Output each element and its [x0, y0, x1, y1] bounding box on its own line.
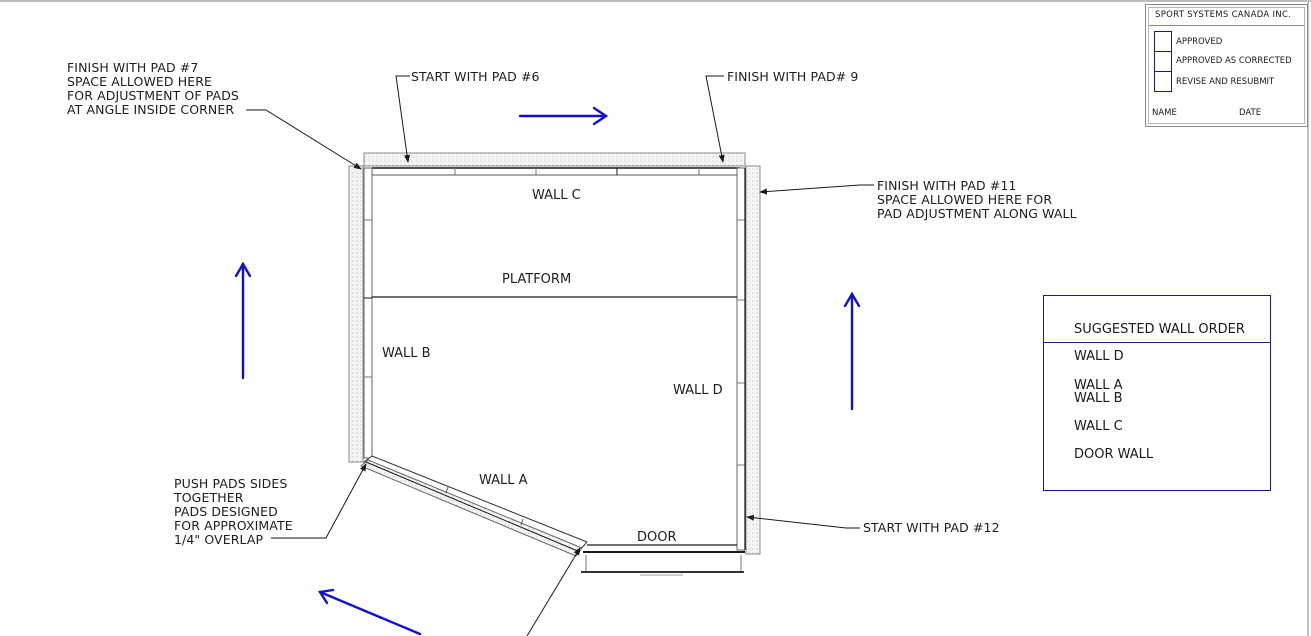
note-finish-pad-11: FINISH WITH PAD #11 SPACE ALLOWED HERE F… [877, 178, 1077, 221]
stamp-option-revise-and-resubmit: REVISE AND RESUBMIT [1176, 77, 1275, 87]
stamp-divider [1149, 25, 1304, 26]
sheet-border-right [1307, 0, 1309, 636]
pad-strip-wall-c [363, 152, 746, 176]
label-platform: PLATFORM [502, 272, 572, 287]
legend-item: WALL C [1074, 419, 1123, 434]
label-door: DOOR [637, 530, 677, 545]
pad-strip-wall-b [348, 165, 373, 463]
door-wall [581, 544, 745, 576]
legend-divider [1044, 342, 1270, 343]
wall-order-legend: SUGGESTED WALL ORDER WALL D WALL A WALL … [1043, 295, 1271, 491]
pad-strip-wall-d [736, 165, 761, 555]
sheet-border-top [0, 0, 1311, 2]
arrow-up-icon [234, 261, 252, 380]
note-push-pads: PUSH PADS SIDES TOGETHER PADS DESIGNED F… [174, 476, 293, 547]
label-wall-a: WALL A [479, 473, 528, 488]
stamp-option-approved: APPROVED [1176, 37, 1223, 47]
label-wall-c: WALL C [532, 188, 581, 203]
stamp-option-approved-as-corrected: APPROVED AS CORRECTED [1176, 56, 1292, 66]
label-wall-b: WALL B [382, 346, 431, 361]
legend-item: WALL A [1074, 378, 1123, 393]
legend-item: WALL D [1074, 349, 1124, 364]
note-finish-pad-7: FINISH WITH PAD #7 SPACE ALLOWED HERE FO… [67, 60, 239, 117]
stamp-name-label: NAME [1152, 108, 1177, 118]
note-finish-pad-9: FINISH WITH PAD# 9 [727, 69, 859, 84]
note-start-pad-6: START WITH PAD #6 [411, 69, 540, 84]
stamp-date-label: DATE [1239, 108, 1262, 118]
approved-as-corrected-checkbox[interactable] [1154, 51, 1172, 72]
stamp-company-name: SPORT SYSTEMS CANADA INC. [1155, 10, 1292, 20]
approved-checkbox[interactable] [1154, 31, 1172, 52]
arrow-right-icon [518, 106, 609, 126]
pad-strip-wall-a [360, 455, 588, 557]
leader-lines [246, 75, 874, 636]
approval-stamp: SPORT SYSTEMS CANADA INC. APPROVED APPRO… [1145, 4, 1308, 127]
label-wall-d: WALL D [673, 383, 723, 398]
legend-item: WALL B [1074, 391, 1123, 406]
arrow-up-left-icon [318, 588, 422, 636]
revise-and-resubmit-checkbox[interactable] [1154, 71, 1172, 92]
note-start-pad-12: START WITH PAD #12 [863, 520, 1000, 535]
arrow-up-icon [843, 291, 861, 411]
legend-item: DOOR WALL [1074, 447, 1154, 462]
legend-title: SUGGESTED WALL ORDER [1074, 322, 1245, 337]
